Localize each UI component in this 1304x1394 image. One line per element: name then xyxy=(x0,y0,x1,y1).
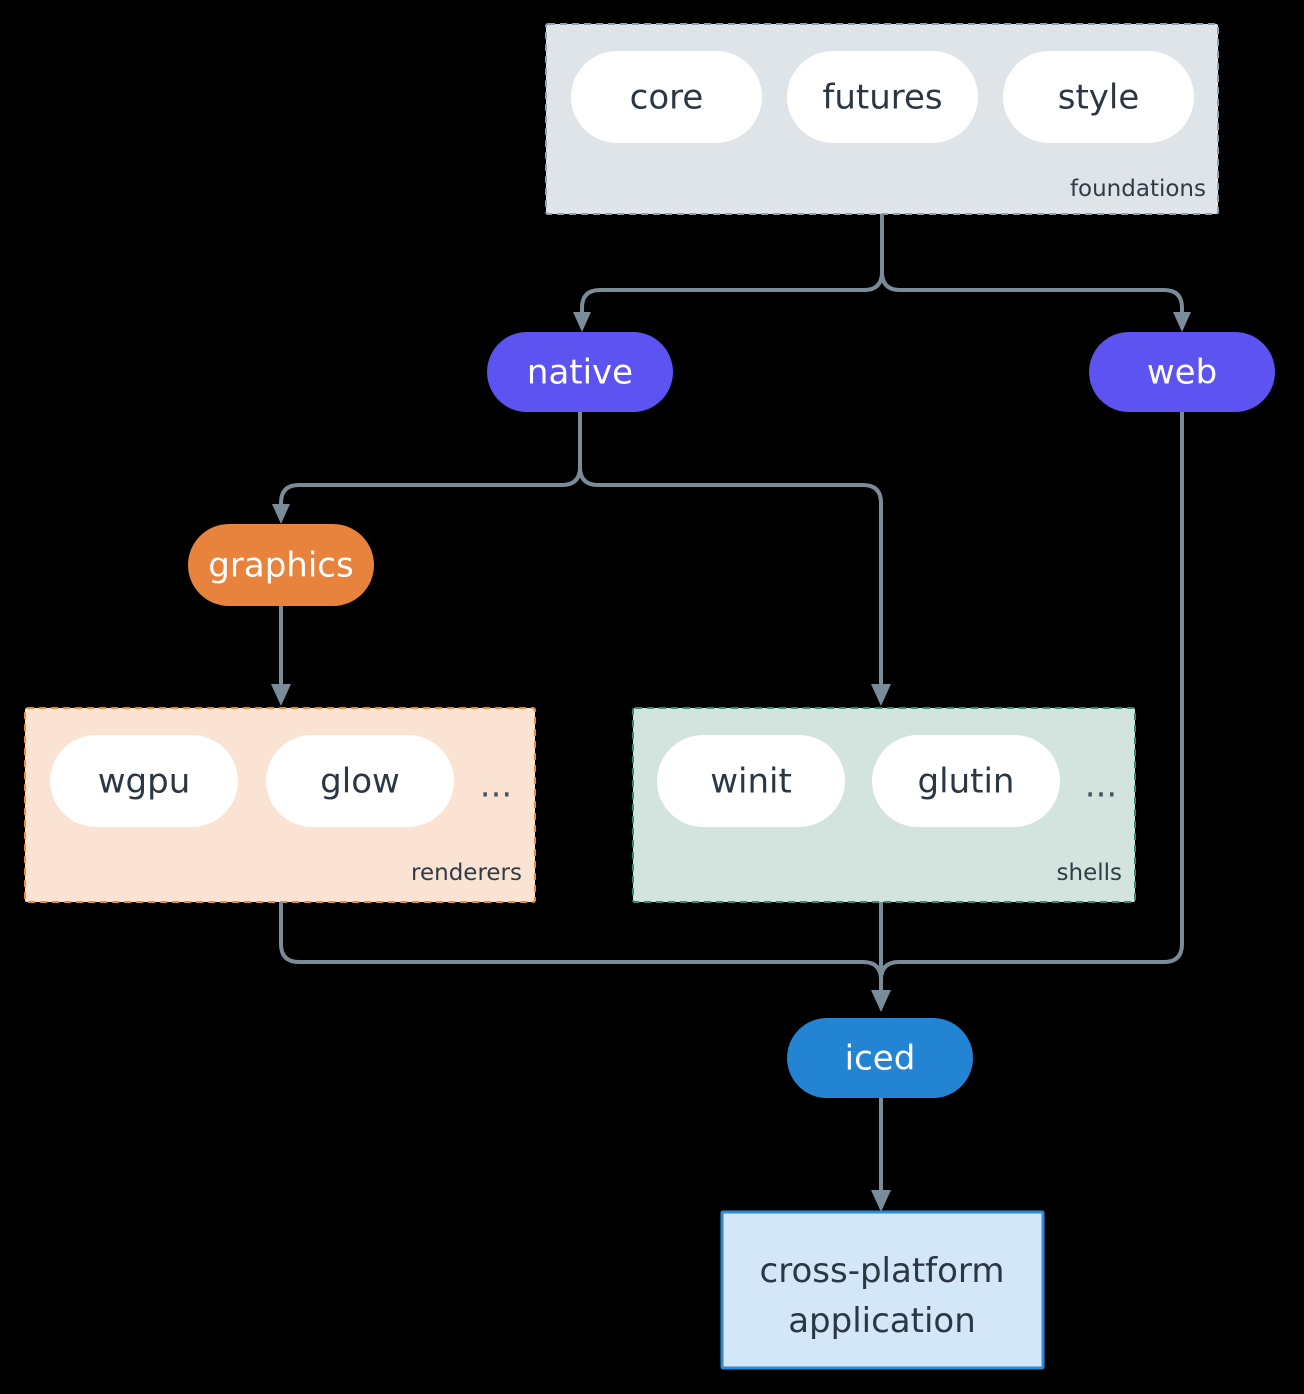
node-graphics-label: graphics xyxy=(208,546,353,586)
cluster-renderers: renderers wgpu glow ... xyxy=(24,707,536,903)
node-winit-label: winit xyxy=(710,762,792,802)
node-glutin-shape xyxy=(872,735,1060,827)
edge-foundations-to-web xyxy=(880,214,1191,332)
node-native-shape xyxy=(487,332,673,412)
node-futures-label: futures xyxy=(822,78,942,118)
edge-web-to-iced xyxy=(871,412,1184,1012)
node-core[interactable]: core xyxy=(571,51,762,143)
node-graphics[interactable]: graphics xyxy=(188,524,374,606)
node-style[interactable]: style xyxy=(1003,51,1194,143)
edge-native-to-graphics xyxy=(272,412,582,524)
node-application-label-line2: application xyxy=(788,1301,976,1341)
node-futures-shape xyxy=(787,51,978,143)
cluster-shells-label: shells xyxy=(1057,860,1122,886)
node-graphics-shape xyxy=(188,524,374,606)
node-application-label-line1: cross-platform xyxy=(760,1251,1005,1291)
cluster-foundations-label: foundations xyxy=(1070,176,1206,202)
cluster-shells: shells winit glutin ... xyxy=(632,707,1136,903)
arrow-head-iced xyxy=(871,990,891,1012)
cluster-foundations: foundations core futures style xyxy=(545,23,1219,215)
node-glutin-label: glutin xyxy=(918,762,1015,802)
cluster-renderers-label: renderers xyxy=(411,860,522,886)
node-iced-label: iced xyxy=(845,1039,916,1079)
arrow-head-renderers xyxy=(271,684,291,706)
renderers-overflow-ellipsis: ... xyxy=(480,766,512,806)
node-web-label: web xyxy=(1147,353,1217,393)
node-futures[interactable]: futures xyxy=(787,51,978,143)
node-native[interactable]: native xyxy=(487,332,673,412)
edge-renderers-to-iced xyxy=(279,902,883,994)
arrow-head-graphics xyxy=(272,504,290,524)
node-iced-shape xyxy=(787,1018,973,1098)
arrow-head-application xyxy=(871,1190,891,1212)
node-wgpu[interactable]: wgpu xyxy=(50,735,238,827)
edge-graphics-to-renderers xyxy=(271,606,291,706)
node-application-shape xyxy=(720,1210,1045,1370)
edge-native-to-shells xyxy=(578,412,891,706)
node-glow[interactable]: glow xyxy=(266,735,454,827)
arrow-head-shells xyxy=(871,684,891,706)
node-glow-shape xyxy=(266,735,454,827)
arrow-head-native xyxy=(573,312,591,332)
edge-foundations-to-native xyxy=(573,214,884,332)
node-glutin[interactable]: glutin xyxy=(872,735,1060,827)
node-wgpu-label: wgpu xyxy=(98,762,191,802)
node-style-label: style xyxy=(1058,78,1140,118)
node-native-label: native xyxy=(527,353,633,393)
edge-iced-to-application xyxy=(871,1098,891,1212)
node-cross-platform-application[interactable]: cross-platform application xyxy=(720,1210,1045,1370)
node-wgpu-shape xyxy=(50,735,238,827)
node-iced[interactable]: iced xyxy=(787,1018,973,1098)
shells-overflow-ellipsis: ... xyxy=(1085,766,1117,806)
node-core-label: core xyxy=(630,78,704,118)
node-web[interactable]: web xyxy=(1089,332,1275,412)
node-core-shape xyxy=(571,51,762,143)
arrow-head-web xyxy=(1173,312,1191,332)
node-winit-shape xyxy=(657,735,845,827)
node-glow-label: glow xyxy=(320,762,400,802)
node-web-shape xyxy=(1089,332,1275,412)
node-style-shape xyxy=(1003,51,1194,143)
node-winit[interactable]: winit xyxy=(657,735,845,827)
